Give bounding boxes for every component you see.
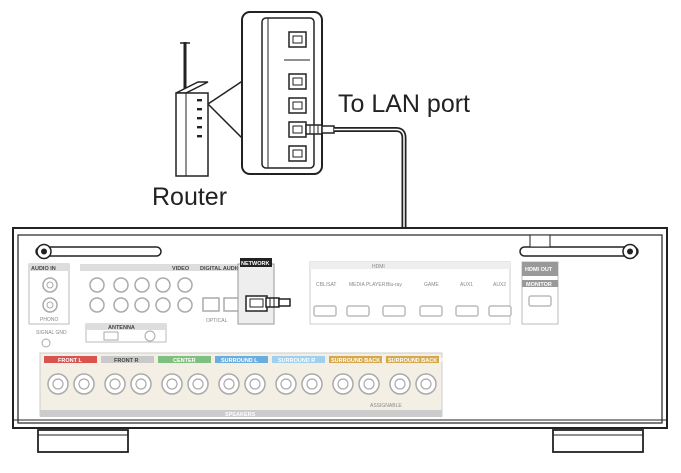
hdmi-label: HDMI [372, 264, 385, 270]
hdmi-section: HDMI CBL/SAT MEDIA PLAYER Blu-ray GAME A… [309, 261, 512, 325]
router-port-closeup [241, 11, 335, 175]
router-label: Router [152, 183, 227, 211]
network-label: NETWORK [241, 261, 269, 267]
hdmi-input-5: AUX1 [460, 282, 473, 288]
speaker-label-surround-r: SURROUND R [278, 358, 315, 364]
audio-in-section: AUDIO IN PHONO [28, 263, 70, 325]
speaker-label-front-r: FRONT R [114, 358, 138, 364]
video-label: VIDEO [172, 266, 190, 272]
assignable-label: ASSIGNABLE [370, 403, 402, 409]
audio-in-label: AUDIO IN [31, 266, 56, 272]
network-port-section: NETWORK [237, 258, 275, 325]
zoom-callout [207, 79, 245, 141]
hdmi-input-3: Blu-ray [386, 282, 402, 288]
speaker-label-surround-l: SURROUND L [221, 358, 258, 364]
receiver-feet [37, 429, 644, 453]
digital-audio-section: DIGITAL AUDIO OPTICAL [198, 264, 241, 324]
speaker-label-center: CENTER [173, 358, 196, 364]
lan-plug-receiver [265, 297, 291, 308]
monitor-label: MONITOR [526, 282, 552, 288]
rca-jacks [89, 277, 193, 313]
router-leds [197, 99, 202, 138]
lan-plug-router [305, 124, 335, 135]
phono-label: PHONO [40, 317, 58, 323]
hdmi-input-4: GAME [424, 282, 439, 288]
hdmi-out-section: HDMI OUT MONITOR [521, 261, 559, 325]
speaker-terminals: FRONT L FRONT R CENTER SURROUND L SURROU… [39, 352, 443, 418]
antenna-section: ANTENNA SIGNAL GND [36, 323, 167, 348]
speaker-label-surround-back-l: SURROUND BACK L [331, 358, 386, 364]
wireless-antenna-right [519, 234, 639, 260]
speaker-label-surround-back-r: SURROUND BACK R [388, 358, 443, 364]
digital-audio-label: DIGITAL AUDIO [200, 266, 241, 272]
speaker-label-front-l: FRONT L [58, 358, 82, 364]
hdmi-input-1: CBL/SAT [316, 282, 336, 288]
antenna-label: ANTENNA [108, 325, 135, 331]
speaker-channel-labels: FRONT L FRONT R CENTER SURROUND L SURROU… [44, 356, 443, 364]
hdmi-input-2: MEDIA PLAYER [349, 282, 386, 288]
router-body [175, 92, 209, 177]
optical-label: OPTICAL [206, 318, 228, 324]
signal-gnd-label: SIGNAL GND [36, 330, 67, 336]
router [175, 42, 209, 177]
av-receiver: AUDIO IN PHONO VIDEO DIGITAL AUDIO OPTIC… [12, 227, 668, 453]
hdmi-out-label: HDMI OUT [525, 267, 553, 273]
hdmi-input-6: AUX2 [493, 282, 506, 288]
speakers-label: SPEAKERS [225, 412, 256, 418]
lan-port-label: To LAN port [338, 90, 470, 118]
wireless-antenna-left [35, 243, 162, 260]
